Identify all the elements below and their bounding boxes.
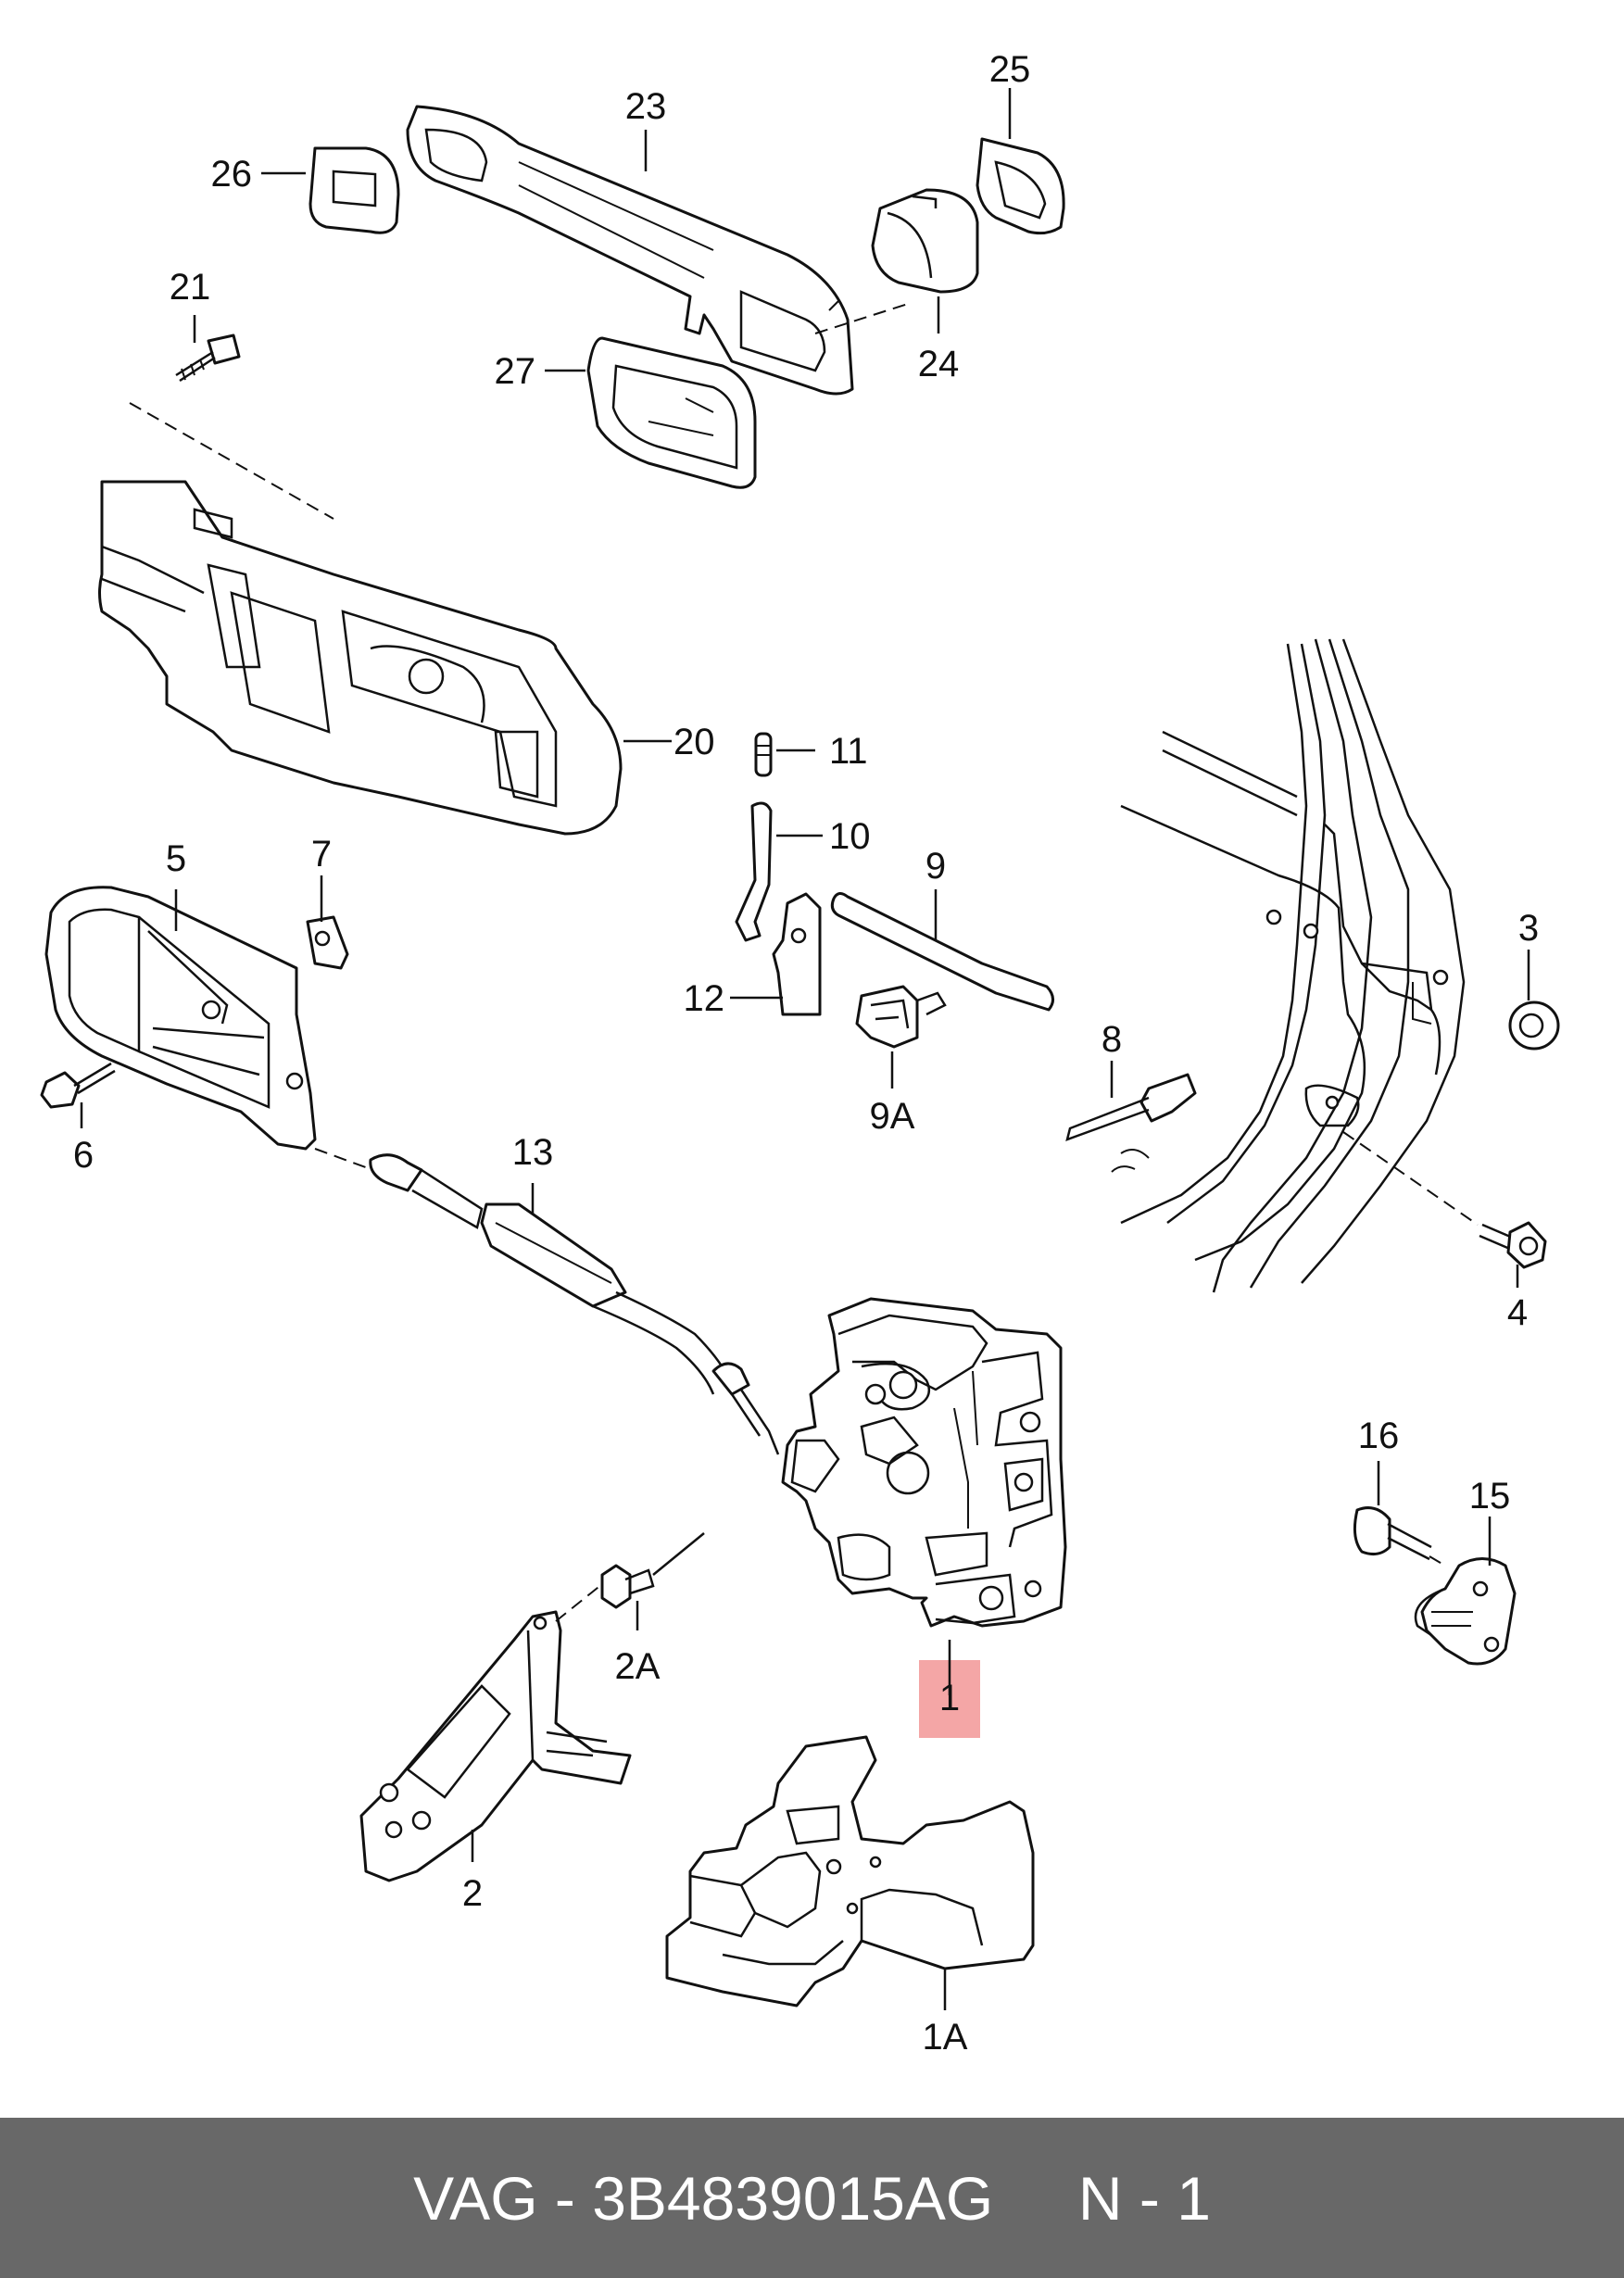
callout-21: 21 (170, 267, 211, 308)
callout-9: 9 (925, 846, 946, 887)
callout-20: 20 (674, 722, 715, 762)
callout-7: 7 (311, 834, 332, 875)
callout-1: 1 (939, 1678, 960, 1718)
callout-2: 2 (462, 1873, 483, 1914)
part-number-text: VAG - 3B4839015AG N - 1 (413, 2163, 1211, 2233)
callout-23: 23 (625, 86, 667, 127)
part-24-cap (871, 188, 979, 294)
part-15-striker (1414, 1557, 1517, 1666)
part-2-bracket (359, 1610, 632, 1882)
part-26-gasket (308, 146, 400, 234)
assembly-lines (129, 300, 1479, 1622)
callout-6: 6 (73, 1135, 94, 1176)
part-27-gasket (586, 336, 757, 489)
part-11-pin (754, 732, 773, 777)
part-5-inner-handle (44, 886, 317, 1151)
part-8-sensor (1065, 1073, 1197, 1141)
callout-15: 15 (1469, 1476, 1511, 1517)
callout-11: 11 (829, 731, 868, 772)
callout-25: 25 (989, 49, 1031, 90)
part-10-rod (735, 801, 773, 942)
part-9A-clip (855, 985, 947, 1049)
part-9-rod (830, 892, 1054, 1012)
part-16-screw (1353, 1506, 1432, 1561)
callout-9A: 9A (870, 1096, 915, 1137)
part-3-grommet (1508, 1001, 1560, 1051)
callout-2A: 2A (615, 1646, 661, 1687)
part-1-door-lock (781, 1297, 1067, 1628)
door-frame (1111, 638, 1466, 1293)
callout-labels: 1 1A 2 2A 3 4 5 6 7 8 9 9A 10 11 12 13 1… (73, 49, 1539, 2058)
exploded-parts-diagram: 1 1A 2 2A 3 4 5 6 7 8 9 9A 10 11 12 13 1… (40, 49, 1560, 2058)
callout-5: 5 (166, 838, 186, 879)
callout-26: 26 (211, 154, 253, 195)
part-23-outer-handle (406, 105, 854, 396)
part-2A-rivet (600, 1532, 705, 1609)
callout-1A: 1A (923, 2017, 968, 2058)
part-21-bolt (175, 334, 241, 383)
callout-12: 12 (684, 978, 725, 1019)
callout-16: 16 (1358, 1416, 1400, 1456)
callout-10: 10 (829, 816, 871, 857)
callout-24: 24 (918, 344, 960, 384)
part-4-bolt (1479, 1221, 1547, 1269)
part-6-screw (40, 1062, 116, 1109)
part-number-footer: VAG - 3B4839015AG N - 1 (0, 2118, 1624, 2278)
callout-27: 27 (495, 351, 536, 392)
callout-3: 3 (1518, 908, 1539, 949)
part-13-cable (369, 1153, 780, 1455)
callout-8: 8 (1102, 1019, 1122, 1060)
part-12-lever (772, 892, 822, 1016)
leader-lines (80, 88, 1530, 2010)
part-7-clip-nut (306, 915, 349, 970)
callout-4: 4 (1507, 1292, 1528, 1333)
part-1A-cover (665, 1735, 1035, 2007)
part-25-gasket (976, 137, 1065, 235)
callout-13: 13 (512, 1132, 554, 1173)
part-20-handle-carrier (98, 480, 623, 836)
